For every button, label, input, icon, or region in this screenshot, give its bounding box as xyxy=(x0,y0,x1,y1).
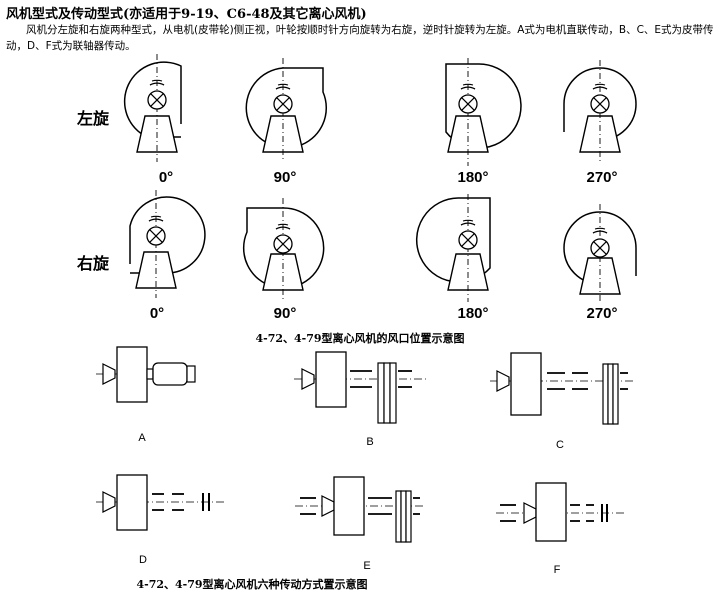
drive-a xyxy=(96,346,196,403)
drive-caption: 4-72、4-79型离心风机六种传动方式置示意图 xyxy=(136,577,367,591)
row-label-right: 右旋 xyxy=(77,254,110,273)
angle-left-180: 180° xyxy=(457,169,488,186)
drive-e xyxy=(295,476,426,543)
row-label-left: 左旋 xyxy=(76,109,110,128)
drive-d xyxy=(96,474,226,531)
angle-right-90: 90° xyxy=(274,305,297,322)
drive-c xyxy=(490,352,634,425)
angle-left-0: 0° xyxy=(159,169,173,186)
angle-left-270: 270° xyxy=(586,169,617,186)
angle-right-180: 180° xyxy=(457,305,488,322)
fan-left-270 xyxy=(563,60,637,164)
angle-right-0: 0° xyxy=(150,305,164,322)
drive-label-f: F xyxy=(554,564,561,576)
fan-left-90 xyxy=(245,58,328,162)
fan-left-0 xyxy=(123,54,182,162)
fan-right-270 xyxy=(563,204,637,304)
fan-right-90 xyxy=(242,198,325,300)
drive-label-b: B xyxy=(366,436,373,448)
fan-left-180 xyxy=(445,58,522,166)
drive-label-a: A xyxy=(138,432,146,444)
angle-right-270: 270° xyxy=(586,305,617,322)
drive-f xyxy=(496,482,626,542)
drive-label-c: C xyxy=(556,439,564,451)
drive-b xyxy=(294,351,428,424)
angle-left-90: 90° xyxy=(274,169,297,186)
page-title: 风机型式及传动型式(亦适用于9-19、C6-48及其它离心风机) xyxy=(6,7,367,22)
intro-paragraph: 风机分左旋和右旋两种型式，从电机(皮带轮)侧正视，叶轮按顺时针方向旋转为右旋，逆… xyxy=(6,24,714,52)
outlet-caption: 4-72、4-79型离心风机的风口位置示意图 xyxy=(255,331,464,345)
drive-label-e: E xyxy=(363,560,370,572)
fan-right-0 xyxy=(129,190,206,298)
fan-right-180 xyxy=(415,194,491,302)
drive-label-d: D xyxy=(139,554,147,566)
